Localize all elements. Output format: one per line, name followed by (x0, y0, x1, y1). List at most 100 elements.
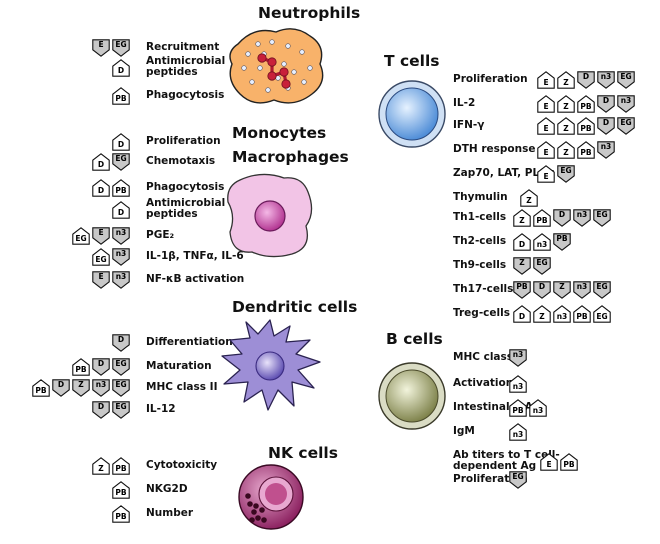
decrease-arrow-icon: n3 (573, 209, 591, 227)
increase-arrow-icon: n3 (509, 423, 527, 441)
intervention-code: n3 (532, 406, 544, 415)
intervention-code: EG (115, 40, 127, 49)
tcells-row-label: Th1-cells (453, 211, 507, 223)
increase-arrow-icon: EG (92, 248, 110, 266)
monocytes-title: Monocytes (232, 124, 327, 142)
intervention-code: EG (115, 154, 127, 163)
intervention-code: EG (115, 359, 127, 368)
tcells-title: T cells (384, 52, 440, 70)
increase-arrow-icon: PB (112, 481, 130, 499)
decrease-arrow-icon: Z (553, 281, 571, 299)
decrease-arrow-icon: D (92, 401, 110, 419)
intervention-code: n3 (600, 72, 612, 81)
increase-arrow-icon: PB (72, 358, 90, 376)
increase-arrow-icon: Z (557, 117, 575, 135)
intervention-code: EG (620, 72, 632, 81)
tcells-row-label: IFN-γ (453, 119, 485, 131)
bcells-row-label: Activation (453, 377, 514, 389)
intervention-code: EG (536, 258, 548, 267)
intervention-code: n3 (576, 282, 588, 291)
intervention-code: PB (580, 124, 592, 133)
increase-arrow-icon: PB (112, 87, 130, 105)
dendritic-row-label: Differentiation (146, 336, 233, 348)
increase-arrow-icon: Z (557, 141, 575, 159)
intervention-code: n3 (536, 240, 548, 249)
intervention-code: Z (519, 216, 525, 225)
intervention-code: Z (563, 78, 569, 87)
intervention-code: PB (115, 464, 127, 473)
intervention-code: PB (35, 386, 47, 395)
increase-arrow-icon: E (537, 165, 555, 183)
intervention-code: PB (580, 102, 592, 111)
tcells-row-label: Th17-cells (453, 283, 514, 295)
decrease-arrow-icon: D (52, 379, 70, 397)
intervention-code: EG (95, 255, 107, 264)
decrease-arrow-icon: n3 (92, 379, 110, 397)
intervention-code: n3 (600, 142, 612, 151)
bcells-row-label: Ab titers to T cell-dependent Ag (453, 449, 560, 472)
decrease-arrow-icon: D (553, 209, 571, 227)
bcells-title: B cells (386, 330, 443, 348)
intervention-code: D (518, 312, 526, 321)
increase-arrow-icon: n3 (529, 399, 547, 417)
decrease-arrow-icon: Z (72, 379, 90, 397)
intervention-code: E (543, 148, 549, 157)
increase-arrow-icon: PB (577, 117, 595, 135)
increase-arrow-icon: D (513, 305, 531, 323)
intervention-code: PB (556, 234, 568, 243)
intervention-code: n3 (512, 350, 524, 359)
decrease-arrow-icon: Z (513, 257, 531, 275)
intervention-code: D (117, 208, 125, 217)
intervention-code: E (98, 40, 104, 49)
decrease-arrow-icon: PB (553, 233, 571, 251)
increase-arrow-icon: PB (560, 453, 578, 471)
decrease-arrow-icon: n3 (597, 141, 615, 159)
decrease-arrow-icon: EG (617, 71, 635, 89)
bcells-row-label: Intestinal IgA (453, 401, 533, 413)
decrease-arrow-icon: n3 (112, 271, 130, 289)
intervention-code: D (538, 282, 546, 291)
intervention-code: PB (75, 365, 87, 374)
decrease-arrow-icon: D (597, 117, 615, 135)
intervention-code: D (117, 335, 125, 344)
increase-arrow-icon: E (537, 95, 555, 113)
intervention-code: D (602, 118, 610, 127)
increase-arrow-icon: PB (509, 399, 527, 417)
increase-arrow-icon: PB (577, 141, 595, 159)
intervention-code: E (98, 228, 104, 237)
intervention-code: D (97, 160, 105, 169)
increase-arrow-icon: Z (520, 189, 538, 207)
increase-arrow-icon: D (112, 201, 130, 219)
macrophage-cell-icon (222, 168, 318, 262)
decrease-arrow-icon: EG (617, 117, 635, 135)
nk-cell-icon (236, 462, 306, 532)
neutrophils-row-label: Recruitment (146, 41, 220, 53)
increase-arrow-icon: E (537, 71, 555, 89)
intervention-code: D (57, 380, 65, 389)
intervention-code: D (97, 402, 105, 411)
decrease-arrow-icon: EG (112, 39, 130, 57)
intervention-code: E (546, 460, 552, 469)
intervention-code: n3 (115, 228, 127, 237)
intervention-code: Z (539, 312, 545, 321)
tcells-row-label: Treg-cells (453, 307, 510, 319)
intervention-code: n3 (95, 380, 107, 389)
intervention-code: Z (563, 102, 569, 111)
dendritic-row-label: MHC class II (146, 381, 218, 393)
tcells-row-label: IL-2 (453, 97, 476, 109)
intervention-code: PB (576, 312, 588, 321)
increase-arrow-icon: E (540, 453, 558, 471)
intervention-code: PB (536, 216, 548, 225)
bcells-row-label: IgM (453, 425, 475, 437)
decrease-arrow-icon: EG (593, 209, 611, 227)
tcells-row-label: Proliferation (453, 73, 528, 85)
intervention-code: EG (596, 282, 608, 291)
increase-arrow-icon: Z (92, 457, 110, 475)
increase-arrow-icon: n3 (509, 375, 527, 393)
intervention-code: E (543, 172, 549, 181)
intervention-code: D (558, 210, 566, 219)
increase-arrow-icon: PB (112, 179, 130, 197)
increase-arrow-icon: PB (577, 95, 595, 113)
